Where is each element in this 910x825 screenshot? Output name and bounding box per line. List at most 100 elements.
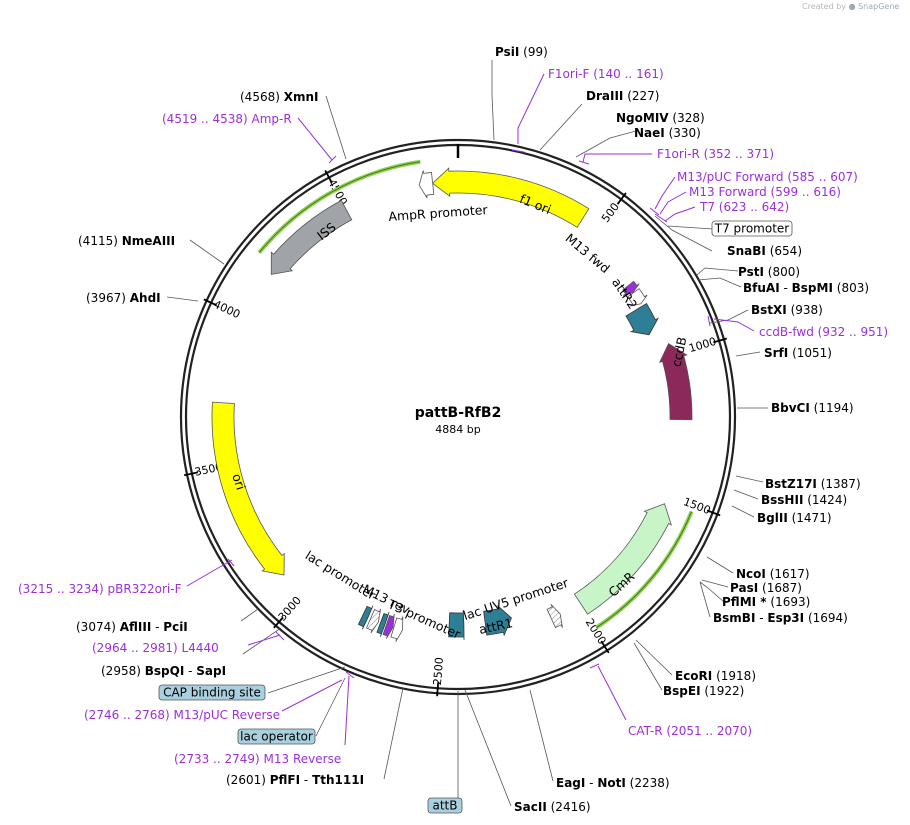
primer-label-amp-r: (4519 .. 4538) Amp-R	[162, 112, 292, 126]
enzyme-label-part: PflMI *	[722, 595, 767, 609]
enzyme-label-ecori: EcoRI (1918)	[675, 669, 756, 683]
boxed-feature-label: CAP binding site	[163, 686, 261, 700]
enzyme-label-part: BspMI	[792, 281, 833, 295]
enzyme-label-part: BssHII	[761, 493, 803, 507]
tick-mark	[273, 616, 284, 629]
primer-label-part: (4519 .. 4538)	[162, 112, 248, 126]
boxed-feature-label: T7 promoter	[714, 222, 790, 236]
tick-label: 3500	[193, 460, 223, 479]
primer-label-part: (599 .. 616)	[771, 185, 841, 199]
enzyme-label-draiii: DraIII (227)	[586, 89, 659, 103]
enzyme-label-part: (938)	[791, 303, 823, 317]
boxed-feature-t7-promoter: T7 promoter	[711, 220, 793, 237]
enzyme-label-part: (654)	[770, 244, 802, 258]
primer-label-part: T7	[699, 200, 715, 214]
enzyme-label-ngomiv: NgoMIV (328)	[616, 111, 705, 125]
feature-label-ampr-promoter: AmpR promoter	[388, 202, 489, 224]
enzyme-label-part: -	[300, 773, 312, 787]
enzyme-label-part: AflIII	[120, 620, 152, 634]
boxed-feature-attb: attB	[427, 797, 463, 814]
primer-label-part: ccdB-fwd	[759, 325, 814, 339]
primer-label-pbr322ori-f: (3215 .. 3234) pBR322ori-F	[18, 582, 182, 596]
enzyme-label-part: (1694)	[808, 611, 848, 625]
enzyme-label-part: NcoI	[736, 567, 766, 581]
tick-label: 1000	[687, 335, 718, 355]
enzyme-label-part: Tth111I	[312, 773, 364, 787]
enzyme-label-part: SacII	[514, 800, 547, 814]
enzyme-label-part: SapI	[196, 664, 226, 678]
enzyme-label-part: BglII	[757, 511, 788, 525]
enzyme-label-part: (4115)	[78, 234, 118, 248]
enzyme-label-part: BfuAI	[743, 281, 780, 295]
t7-promoter-arc	[627, 288, 648, 307]
enzyme-label-part: (328)	[672, 111, 704, 125]
cap-site-arc	[357, 605, 374, 630]
enzyme-label-part: NmeAIII	[122, 234, 175, 248]
primer-label-part: M13/pUC Forward	[677, 170, 784, 184]
iss-arc	[270, 199, 353, 275]
enzyme-label-part: -	[755, 611, 767, 625]
primer-label-part: (3215 .. 3234)	[18, 582, 104, 596]
feature-label-lac-promoter: lac promoter	[303, 548, 380, 604]
t3-promoter-arc	[390, 616, 404, 642]
enzyme-label-bfuai: BfuAI - BspMI (803)	[743, 281, 869, 295]
enzyme-label-part: -	[780, 281, 792, 295]
enzyme-label-part: EagI	[556, 776, 585, 790]
primer-label-t7: T7 (623 .. 642)	[699, 200, 789, 214]
f1-ori-arc	[432, 167, 590, 228]
tick-mark	[616, 192, 627, 205]
ccdb-arc	[658, 342, 693, 421]
tick-mark	[183, 471, 199, 477]
primer-label-l4440: (2964 .. 2981) L4440	[92, 641, 219, 655]
cmr-cds-line-inner	[596, 511, 693, 629]
tick-mark	[706, 509, 721, 517]
enzyme-label-bglii: BglII (1471)	[757, 511, 832, 525]
enzyme-label-part: NaeI	[634, 126, 665, 140]
enzyme-label-afliii: (3074) AflIII - PciI	[76, 620, 188, 634]
primer-label-part: M13 Forward	[689, 185, 767, 199]
enzyme-label-part: PflFI	[270, 773, 300, 787]
enzyme-label-part: (1194)	[814, 401, 854, 415]
boxed-feature-label: attB	[433, 799, 458, 813]
primer-label-part: CAT-R	[628, 724, 663, 738]
enzyme-label-part: BspQI	[145, 664, 185, 678]
primer-label-part: (2733 .. 2749)	[174, 752, 260, 766]
enzyme-label-part: PciI	[163, 620, 188, 634]
tick-mark	[600, 640, 610, 654]
enzyme-label-snabi: SnaBI (654)	[727, 244, 802, 258]
primer-label-ccdb-fwd: ccdB-fwd (932 .. 951)	[759, 325, 888, 339]
primer-labels: F1ori-F (140 .. 161)F1ori-R (352 .. 371)…	[18, 67, 888, 766]
ori-arc	[211, 401, 285, 576]
boxed-feature-label: lac operator	[240, 730, 313, 744]
tick-mark	[324, 170, 333, 184]
enzyme-label-bsshii: BssHII (1424)	[761, 493, 847, 507]
primer-label-part: (2964 .. 2981)	[92, 641, 178, 655]
enzyme-label-bbvci: BbvCI (1194)	[771, 401, 854, 415]
cmr-arc	[573, 503, 672, 615]
enzyme-label-xmni: (4568) XmnI	[240, 90, 319, 104]
enzyme-label-srfi: SrfI (1051)	[764, 346, 832, 360]
tick-mark	[713, 337, 728, 344]
enzyme-label-bstxi: BstXI (938)	[751, 303, 823, 317]
enzyme-label-part: (2601)	[226, 773, 266, 787]
primer-label-m13-reverse: (2733 .. 2749) M13 Reverse	[174, 752, 341, 766]
enzyme-label-part: NotI	[597, 776, 626, 790]
enzyme-label-part: PsiI	[495, 45, 519, 59]
lac-op-arc	[376, 612, 390, 637]
enzyme-label-part: BbvCI	[771, 401, 810, 415]
enzyme-label-part: XmnI	[284, 90, 319, 104]
credit-prefix: Created by	[802, 2, 847, 11]
enzyme-label-bstz17i: BstZ17I (1387)	[765, 477, 861, 491]
enzyme-label-part: PstI	[738, 265, 764, 279]
enzyme-label-part: (1918)	[716, 669, 756, 683]
primer-leaders	[186, 73, 755, 746]
feature-label-m13-fwd-feat: M13 fwd	[563, 230, 613, 276]
enzyme-label-part: SnaBI	[727, 244, 766, 258]
snapgene-logo-icon: ●	[848, 2, 856, 11]
primer-label-part: Amp-R	[252, 112, 292, 126]
enzyme-label-psii: PsiI (99)	[495, 45, 548, 59]
enzyme-label-bspqi: (2958) BspQI - SapI	[101, 664, 226, 678]
attr1-arc	[483, 604, 512, 637]
enzyme-label-part: (3074)	[76, 620, 116, 634]
